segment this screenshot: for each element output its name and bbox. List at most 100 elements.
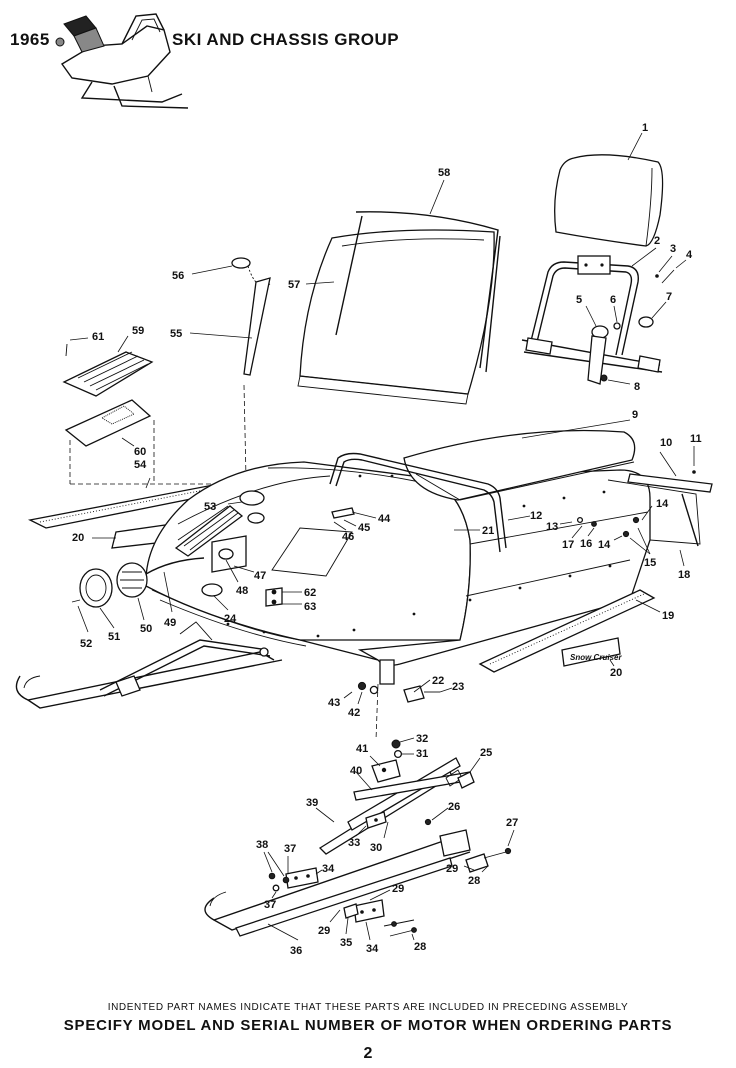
- fuel-filler-neck: [239, 490, 265, 506]
- callout-60: 60: [134, 446, 146, 458]
- callout-34: 34: [366, 943, 379, 955]
- callout-41: 41: [356, 743, 368, 755]
- ski-runner: [204, 829, 471, 937]
- rear-bumper: [627, 473, 713, 493]
- callout-16: 16: [580, 538, 592, 550]
- callout-27: 27: [506, 817, 518, 829]
- callout-29: 29: [446, 863, 458, 875]
- callout-28: 28: [414, 941, 426, 953]
- callout-15: 15: [644, 557, 656, 569]
- callout-4: 4: [686, 249, 693, 261]
- callout-55: 55: [170, 328, 182, 340]
- running-board-right: [478, 589, 656, 673]
- callout-18: 18: [678, 569, 690, 581]
- leaf-spring: [318, 757, 473, 855]
- callout-35: 35: [340, 937, 352, 949]
- callout-24: 24: [224, 613, 237, 625]
- callout-13: 13: [546, 521, 558, 533]
- callout-37: 37: [264, 899, 276, 911]
- snowmobile-thumbnail-illustration: [55, 13, 189, 109]
- seat-back-frame: [521, 255, 663, 373]
- callout-14: 14: [656, 498, 669, 510]
- callout-3: 3: [670, 243, 676, 255]
- fuel-cap: [231, 257, 251, 269]
- callout-5: 5: [576, 294, 582, 306]
- callout-45: 45: [358, 522, 370, 534]
- headlight-rim: [79, 568, 113, 608]
- callout-29: 29: [392, 883, 404, 895]
- callout-17: 17: [562, 539, 574, 551]
- callout-2: 2: [654, 235, 660, 247]
- callout-56: 56: [172, 270, 184, 282]
- assembly-note: INDENTED PART NAMES INDICATE THAT THESE …: [107, 1002, 629, 1013]
- callout-14: 14: [598, 539, 611, 551]
- callout-54: 54: [134, 459, 147, 471]
- callout-36: 36: [290, 945, 302, 957]
- callout-6: 6: [610, 294, 616, 306]
- seat-back-cushion: [554, 154, 664, 247]
- callout-31: 31: [416, 748, 428, 760]
- hood-vent: [62, 351, 154, 397]
- callout-20: 20: [610, 667, 622, 679]
- callout-61: 61: [92, 331, 104, 343]
- callout-26: 26: [448, 801, 460, 813]
- ski-saddle-rear: [353, 899, 385, 923]
- hood-strap: [243, 277, 271, 376]
- callout-37: 37: [284, 843, 296, 855]
- callout-19: 19: [662, 610, 674, 622]
- callout-29: 29: [318, 925, 330, 937]
- hood-louvre: [174, 505, 244, 557]
- callout-22: 22: [432, 675, 444, 687]
- ignition-switch: [201, 583, 223, 597]
- callout-49: 49: [164, 617, 176, 629]
- seat-back-bracket: [587, 322, 621, 385]
- callout-58: 58: [438, 167, 450, 179]
- page-title: SKI AND CHASSIS GROUP: [172, 30, 400, 49]
- callout-57: 57: [288, 279, 300, 291]
- callout-52: 52: [80, 638, 92, 650]
- callout-34: 34: [322, 863, 335, 875]
- ski-assembled: [15, 621, 283, 709]
- callout-51: 51: [108, 631, 120, 643]
- spring-bracket: [371, 759, 401, 783]
- callout-59: 59: [132, 325, 144, 337]
- ski-saddle-front: [285, 867, 319, 889]
- callout-46: 46: [342, 531, 354, 543]
- model-year: 1965: [10, 30, 50, 49]
- callout-47: 47: [254, 570, 266, 582]
- callout-12: 12: [530, 510, 542, 522]
- callout-8: 8: [634, 381, 640, 393]
- steering-spindle: [379, 659, 395, 685]
- callout-11: 11: [690, 433, 702, 445]
- callout-1: 1: [642, 122, 648, 134]
- callout-42: 42: [348, 707, 360, 719]
- callout-63: 63: [304, 601, 316, 613]
- callout-9: 9: [632, 409, 638, 421]
- callout-53: 53: [204, 501, 216, 513]
- callout-25: 25: [480, 747, 492, 759]
- page-number: 2: [363, 1045, 373, 1062]
- callout-44: 44: [378, 513, 391, 525]
- callout-28: 28: [468, 875, 480, 887]
- vent-screen: [64, 399, 152, 447]
- windshield: [297, 211, 501, 405]
- callout-38: 38: [256, 839, 268, 851]
- callout-62: 62: [304, 587, 316, 599]
- callout-43: 43: [328, 697, 340, 709]
- ordering-instruction: SPECIFY MODEL AND SERIAL NUMBER OF MOTOR…: [63, 1017, 673, 1034]
- callout-33: 33: [348, 837, 360, 849]
- callout-48: 48: [236, 585, 248, 597]
- callout-40: 40: [350, 765, 362, 777]
- snow-cruiser-decal: Snow Cruiser: [561, 637, 622, 667]
- callout-30: 30: [370, 842, 382, 854]
- callout-32: 32: [416, 733, 428, 745]
- callout-21: 21: [482, 525, 494, 537]
- callout-20: 20: [72, 532, 84, 544]
- callout-7: 7: [666, 291, 672, 303]
- callout-23: 23: [452, 681, 464, 693]
- callout-10: 10: [660, 437, 672, 449]
- callout-50: 50: [140, 623, 152, 635]
- svg-text:Snow Cruiser: Snow Cruiser: [570, 653, 622, 662]
- callout-39: 39: [306, 797, 318, 809]
